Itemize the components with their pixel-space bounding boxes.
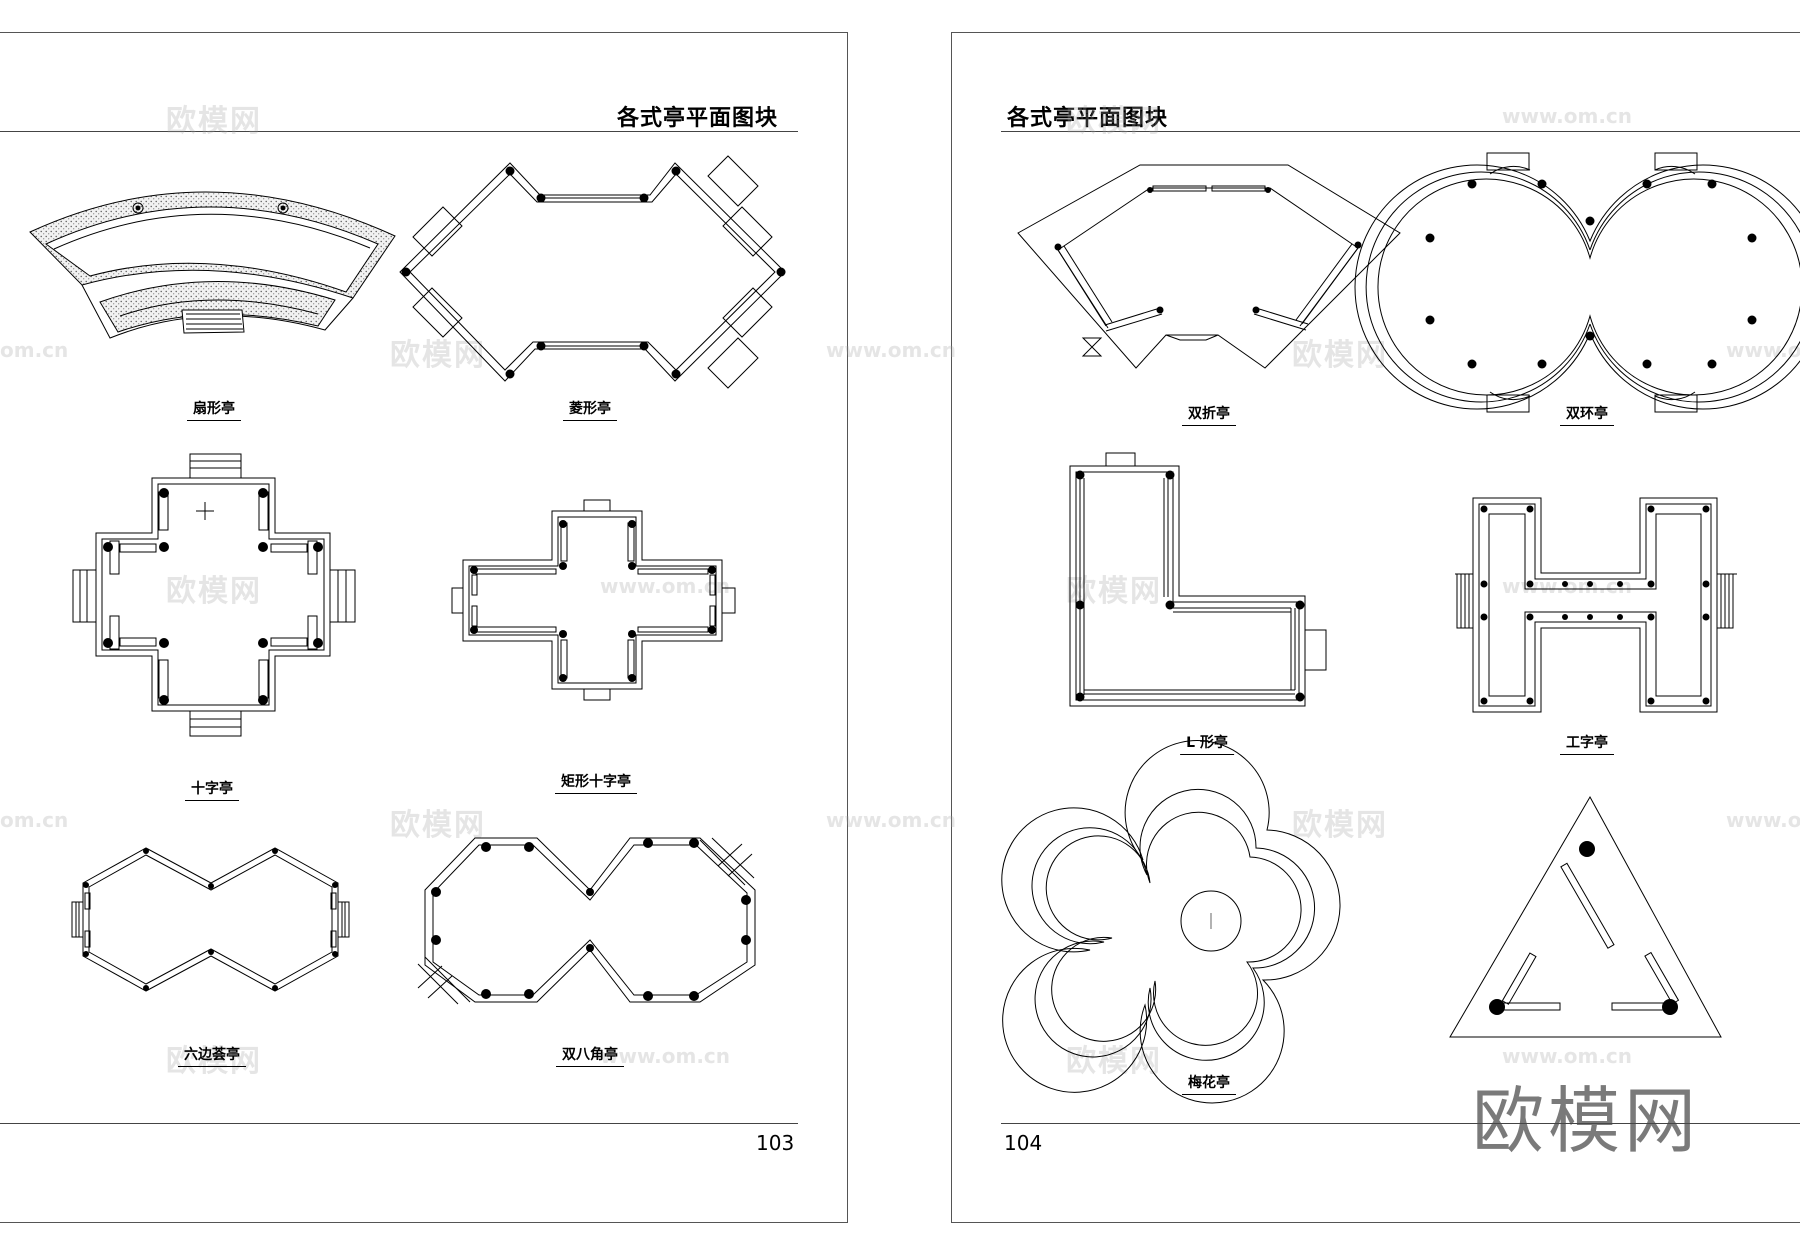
caption-double-fold-pavilion: 双折亭 <box>1182 403 1236 426</box>
watermark-url: www.om.cn <box>1502 1044 1633 1068</box>
corner-watermark: 欧模网 <box>1472 1079 1701 1163</box>
right-page <box>951 32 1800 1223</box>
watermark-cn: 欧模网 <box>1292 808 1388 843</box>
caption-plum-pavilion: 梅花亭 <box>1182 1072 1236 1095</box>
caption-i-shape-pavilion: 工字亭 <box>1560 732 1614 755</box>
caption-double-octagon-pavilion: 双八角亭 <box>556 1044 624 1067</box>
l-shape-pavilion-plan <box>1069 452 1327 707</box>
watermark-cn: 欧模网 <box>166 574 262 609</box>
watermark-cn: 欧模网 <box>1292 338 1388 373</box>
right-bottom-rule <box>1001 1123 1800 1124</box>
double-fold-pavilion-plan <box>1017 164 1401 369</box>
watermark-cn: 欧模网 <box>1066 1044 1162 1079</box>
double-ring-pavilion-plan <box>1354 152 1800 413</box>
caption-rhombus-pavilion: 菱形亭 <box>563 398 617 421</box>
watermark-url: www.om.cn <box>826 808 957 832</box>
watermark-cn: 欧模网 <box>1066 104 1162 139</box>
watermark-url: www.om.cn <box>1726 808 1800 832</box>
left-title-rule <box>0 131 798 132</box>
watermark-url: www.om.cn <box>1502 104 1633 128</box>
watermark-url-partial: om.cn <box>0 338 69 362</box>
watermark-url: www.om.cn <box>1726 338 1800 362</box>
triangle-pavilion-plan <box>1449 795 1722 1038</box>
cross-pavilion-plan <box>72 453 356 737</box>
watermark-cn: 欧模网 <box>166 1044 262 1079</box>
watermark-cn: 欧模网 <box>390 808 486 843</box>
right-page-number: 104 <box>1004 1131 1043 1155</box>
plum-pavilion-plan <box>1001 740 1341 1104</box>
watermark-url: www.om.cn <box>600 574 731 598</box>
left-bottom-rule <box>0 1123 798 1124</box>
caption-hex-joined-pavilion: 六边荟亭 <box>178 1044 246 1067</box>
rect-cross-pavilion-plan <box>451 499 736 701</box>
caption-rect-cross-pavilion: 矩形十字亭 <box>555 771 637 794</box>
caption-cross-pavilion: 十字亭 <box>185 778 239 801</box>
fan-pavilion-plan <box>29 191 396 339</box>
right-title-rule <box>1001 131 1800 132</box>
watermark-cn: 欧模网 <box>390 338 486 373</box>
rhombus-pavilion-plan <box>399 155 786 389</box>
i-shape-pavilion-plan <box>1455 497 1737 713</box>
watermark-url-partial: om.cn <box>0 808 69 832</box>
left-page-number: 103 <box>756 1131 795 1155</box>
right-page-title: 各式亭平面图块 <box>1007 106 1169 131</box>
double-octagon-pavilion-plan <box>417 837 756 1005</box>
watermark-cn: 欧模网 <box>166 104 262 139</box>
hex-joined-pavilion-plan <box>71 847 350 992</box>
left-page-title: 各式亭平面图块 <box>617 106 779 131</box>
watermark-url: www.om.cn <box>600 1044 731 1068</box>
caption-double-ring-pavilion: 双环亭 <box>1560 403 1614 426</box>
caption-l-shape-pavilion: L 形亭 <box>1180 732 1234 755</box>
caption-fan-pavilion: 扇形亭 <box>187 398 241 421</box>
watermark-url: www.om.cn <box>826 338 957 362</box>
